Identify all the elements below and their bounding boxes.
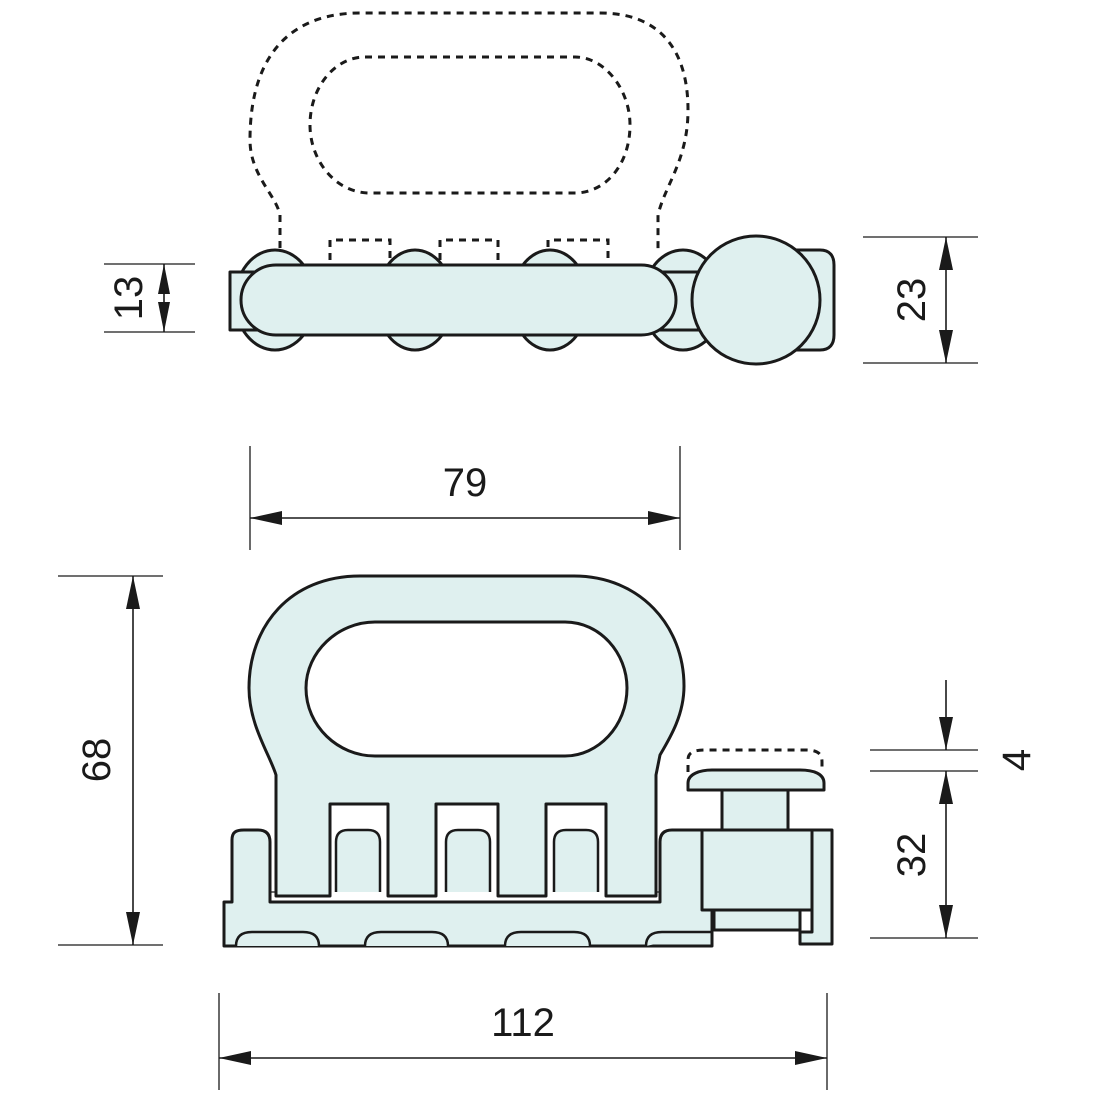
front-view-button-cap — [686, 768, 826, 792]
front-view-base-tab-1 — [334, 828, 382, 892]
top-view-button — [690, 234, 822, 366]
dimension-handle-width: 79 — [249, 446, 681, 550]
front-view-base-slot-3 — [503, 930, 592, 947]
front-view-base-slot-4 — [644, 930, 712, 947]
front-view-button-stem — [720, 788, 790, 836]
front-view-button-hidden — [686, 748, 824, 772]
dimension-overall-height: 68 — [58, 575, 163, 946]
front-view-button-housing — [700, 828, 814, 912]
front-view-handle-slot — [304, 620, 629, 758]
front-view-button-guide — [712, 908, 802, 932]
dimension-overall-length: 112 — [218, 993, 828, 1090]
dimension-base-height: 32 — [870, 771, 978, 939]
dim-text-side-height: 23 — [890, 278, 934, 323]
front-view-base-tab-2 — [444, 828, 492, 892]
dim-text-button-travel: 4 — [995, 749, 1039, 771]
front-view-base-slot-2 — [363, 930, 450, 947]
front-view — [222, 574, 834, 948]
top-view-hidden-tab-1 — [328, 238, 392, 260]
dim-text-side-thickness: 13 — [107, 276, 151, 321]
top-view-hidden-handle — [248, 11, 690, 250]
dimension-button-travel: 4 — [870, 680, 1039, 938]
front-view-base — [222, 828, 714, 948]
dimension-side-height: 23 — [863, 236, 978, 364]
dim-text-overall-length: 112 — [491, 1001, 555, 1045]
top-view — [228, 11, 836, 366]
front-view-base-tab-3 — [552, 828, 600, 892]
top-view-handle-bar — [239, 263, 678, 337]
dim-text-base-height: 32 — [890, 833, 934, 878]
top-view-hidden-tab-2 — [438, 238, 500, 260]
top-view-hidden-handle-slot — [308, 55, 632, 195]
dim-text-overall-height: 68 — [75, 738, 119, 783]
dim-text-handle-width: 79 — [443, 461, 488, 505]
front-view-right-clip — [798, 828, 834, 946]
front-view-base-slot-1 — [234, 930, 321, 947]
dimension-side-thickness: 13 — [104, 263, 195, 333]
